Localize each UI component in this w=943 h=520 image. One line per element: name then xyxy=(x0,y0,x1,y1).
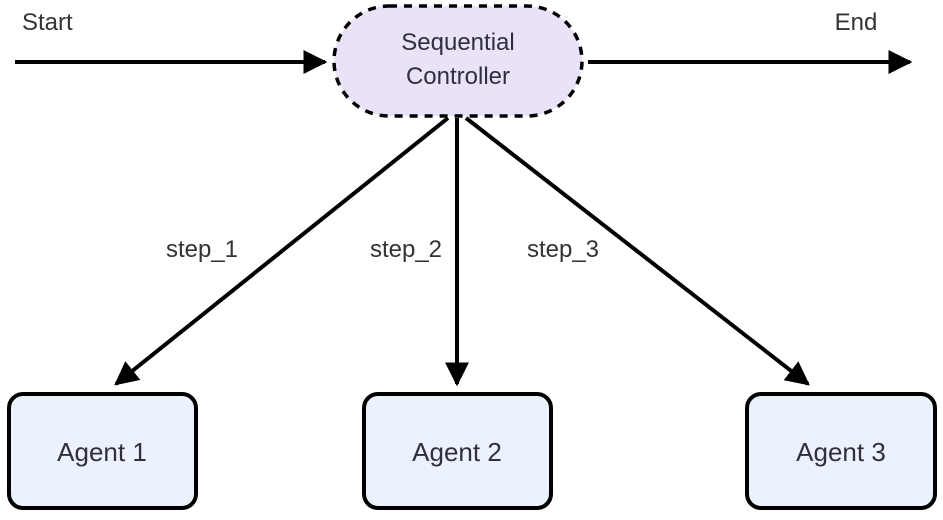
node-agent1 xyxy=(7,392,198,510)
node-sequential-controller xyxy=(332,4,584,118)
agent2-label: Agent 2 xyxy=(412,437,502,467)
edge-label-step2: step_2 xyxy=(370,236,442,263)
edge-label-step3: step_3 xyxy=(527,236,599,263)
agent3-label: Agent 3 xyxy=(796,437,886,467)
controller-label-line1: Sequential xyxy=(401,29,514,56)
agent1-label: Agent 1 xyxy=(57,437,147,467)
edge-label-end: End xyxy=(835,9,878,36)
controller-label-line2: Controller xyxy=(406,63,510,90)
edge-controller-to-agent3 xyxy=(464,116,810,386)
edge-label-step1: step_1 xyxy=(166,236,238,263)
edge-label-start: Start xyxy=(22,9,73,36)
edge-controller-to-agent1 xyxy=(114,116,450,386)
node-agent2 xyxy=(362,392,553,510)
node-agent3 xyxy=(745,392,937,510)
